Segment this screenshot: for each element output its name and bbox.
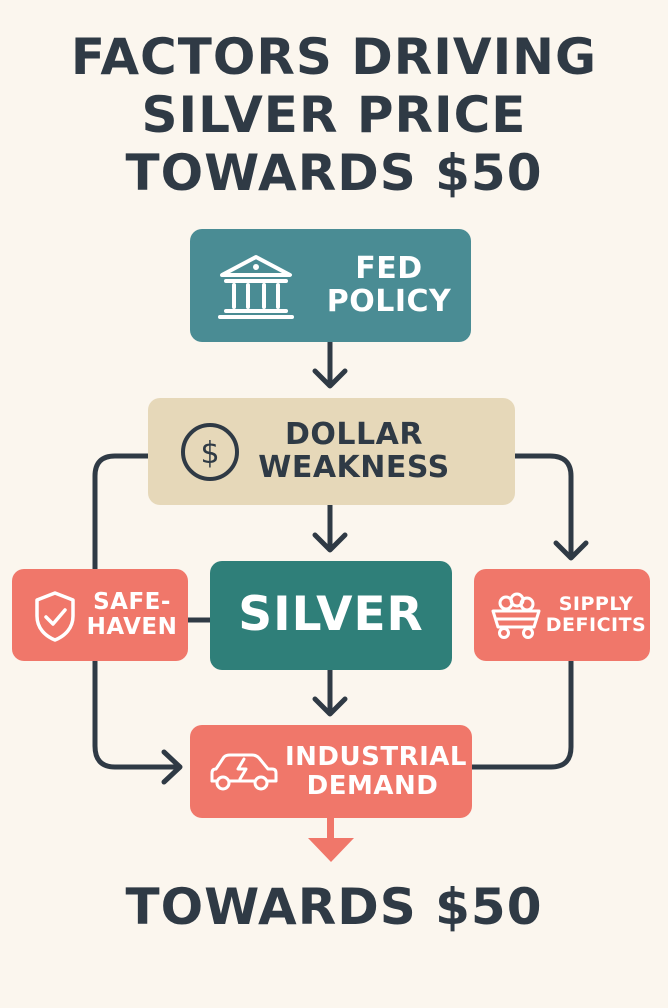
svg-text:$: $ [200, 436, 219, 471]
title-line-3: TOWARDS $50 [125, 144, 543, 202]
fed-policy-line-1: FED [355, 251, 423, 287]
connector-supply-to-industrial [469, 658, 574, 770]
title-line-2: SILVER PRICE [141, 86, 527, 144]
safe-haven-line-1: SAFE- [93, 589, 171, 616]
bank-building-icon [218, 255, 294, 319]
shield-check-icon [35, 591, 75, 642]
node-silver: SILVER [210, 561, 452, 670]
safe-haven-line-2: HAVEN [86, 614, 178, 640]
dollar-weakness-label: DOLLAR WEAKNESS [244, 417, 464, 485]
bottom-label: TOWARDS $50 [125, 878, 543, 936]
diagram-title: FACTORS DRIVING SILVER PRICE TOWARDS $50 [0, 28, 668, 202]
connector-dollar-to-supply [512, 453, 574, 559]
supply-deficits-label: SIPPLY DEFICITS [544, 594, 648, 635]
arrowhead-left-to-industrial [161, 749, 183, 785]
dollar-coin-icon: $ [181, 423, 239, 481]
supply-deficits-line-2: DEFICITS [545, 614, 647, 636]
arrowhead-silver-to-industrial [312, 696, 348, 717]
arrowhead-fed-to-dollar [312, 368, 348, 389]
industrial-demand-label: INDUSTRIAL DEMAND [285, 742, 467, 801]
node-dollar-weakness: $ DOLLAR WEAKNESS [148, 398, 515, 505]
dollar-weakness-line-1: DOLLAR [285, 417, 423, 453]
final-arrow-shaft [327, 818, 334, 842]
industrial-demand-line-1: INDUSTRIAL [285, 742, 467, 773]
supply-deficits-line-1: SIPPLY [558, 593, 634, 616]
title-line-1: FACTORS DRIVING [70, 28, 598, 86]
fed-policy-line-2: POLICY [326, 283, 452, 319]
industrial-demand-line-2: DEMAND [306, 770, 439, 801]
node-supply-deficits: SIPPLY DEFICITS [474, 569, 650, 661]
node-fed-policy: FED POLICY [190, 229, 471, 342]
node-safe-haven: SAFE- HAVEN [12, 569, 188, 661]
electric-car-icon [210, 753, 278, 791]
node-industrial-demand: INDUSTRIAL DEMAND [190, 725, 472, 818]
silver-label: SILVER [238, 587, 424, 643]
dollar-weakness-line-2: WEAKNESS [258, 449, 450, 485]
arrowhead-dollar-to-supply [553, 540, 589, 561]
safe-haven-label: SAFE- HAVEN [82, 590, 182, 640]
final-arrow-head [308, 838, 354, 862]
fed-policy-label: FED POLICY [314, 251, 464, 319]
mine-cart-icon [491, 592, 541, 639]
arrowhead-dollar-to-silver [312, 532, 348, 553]
